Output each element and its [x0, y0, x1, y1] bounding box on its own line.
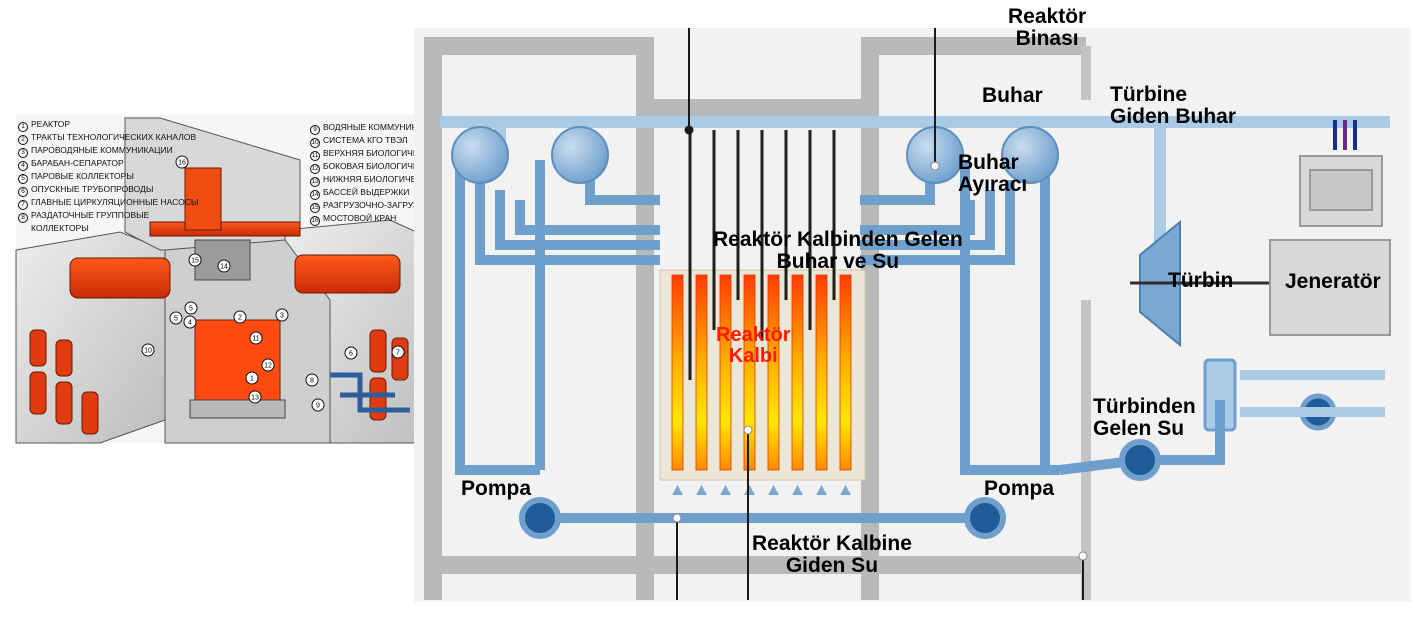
callout-marker: 5 [169, 311, 183, 325]
callout-marker: 3 [275, 308, 289, 322]
svg-text:8: 8 [310, 378, 314, 385]
cutaway-callouts: 16 15 14 5 5 4 2 3 10 11 12 1 13 8 6 7 9 [141, 155, 405, 412]
rod-drive-marker [684, 125, 694, 135]
svg-text:5: 5 [189, 306, 193, 313]
svg-text:2: 2 [238, 315, 242, 322]
control-rods [688, 130, 836, 380]
callout-marker: 7 [391, 345, 405, 359]
svg-text:1: 1 [250, 376, 254, 383]
svg-text:16: 16 [178, 160, 186, 167]
label-leader-dots [672, 161, 1088, 561]
channel-inlet-arrows [672, 485, 851, 495]
callout-marker: 9 [311, 398, 325, 412]
generator-shape [1269, 155, 1391, 336]
callout-marker: 4 [183, 315, 197, 329]
cutaway-core-base [189, 399, 286, 419]
svg-text:7: 7 [396, 350, 400, 357]
svg-text:3: 3 [280, 313, 284, 320]
svg-text:10: 10 [144, 348, 152, 355]
pump-right-label: Pompa [984, 477, 1055, 500]
svg-text:12: 12 [264, 363, 272, 370]
feed-pump-icon [1119, 439, 1161, 481]
callout-marker: 11 [249, 331, 263, 345]
cutaway-pool [194, 239, 251, 281]
cutaway-drum-left [69, 257, 171, 299]
legend-item: КОЛЛЕКТОРЫ [31, 223, 89, 233]
svg-text:11: 11 [252, 336, 259, 343]
cutaway-pumps-left [29, 329, 99, 435]
callout-marker: 8 [305, 373, 319, 387]
callout-marker: 2 [233, 310, 247, 324]
svg-text:13: 13 [251, 395, 259, 402]
pump-left-label: Pompa [461, 477, 532, 500]
generator-cables [1333, 120, 1357, 150]
pump-right-icon [964, 497, 1006, 539]
svg-text:5: 5 [174, 316, 178, 323]
callout-marker: 14 [217, 259, 231, 273]
svg-text:14: 14 [220, 264, 228, 271]
svg-text:4: 4 [188, 320, 192, 327]
steam-drums-left [451, 126, 609, 184]
svg-text:15: 15 [191, 258, 199, 265]
svg-text:6: 6 [349, 351, 353, 358]
callout-marker: 10 [141, 343, 155, 357]
callout-marker: 12 [261, 358, 275, 372]
pump-left-icon [519, 497, 561, 539]
steam-label: Buhar [982, 84, 1043, 107]
generator-label: Jeneratör [1285, 270, 1381, 293]
callout-marker: 5 [184, 301, 198, 315]
cutaway-drum-right [294, 254, 401, 294]
callout-marker: 6 [344, 346, 358, 360]
svg-text:9: 9 [316, 403, 320, 410]
callout-marker: 1 [245, 371, 259, 385]
callout-marker: 16 [175, 155, 189, 169]
callout-marker: 13 [248, 390, 262, 404]
label-leader-lines [676, 28, 1084, 600]
cutaway-fuel-machine [184, 167, 222, 231]
condenser-cooling-pipes [1240, 370, 1385, 417]
callout-marker: 15 [188, 253, 202, 267]
turbine-label: Türbin [1168, 269, 1234, 292]
fuel-channels [671, 274, 852, 471]
cutaway-piping [330, 372, 410, 413]
